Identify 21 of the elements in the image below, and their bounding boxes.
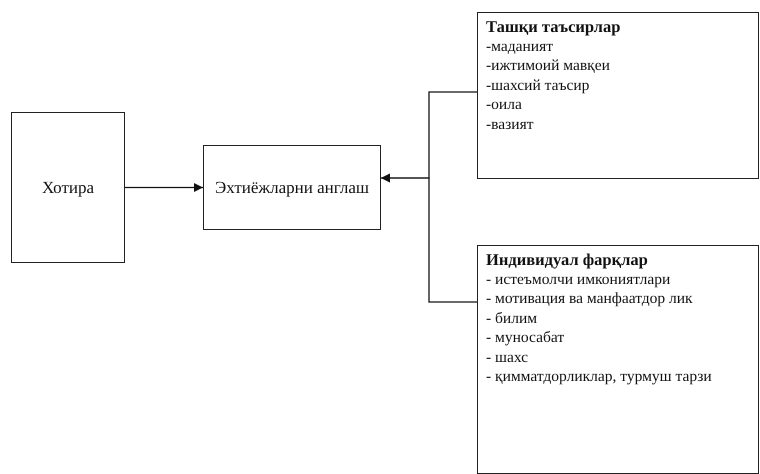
list-item: -маданият (486, 36, 554, 56)
list-item: -ижтимоий мавқеи (486, 56, 611, 76)
list-item: - шахс (486, 348, 530, 367)
process-box (203, 145, 381, 230)
list-item: - билим (486, 308, 538, 328)
node-label: Эхтиёжларни англаш (215, 178, 369, 198)
heading-text: Индивидуал фарқлар (486, 250, 649, 270)
memory-box (11, 112, 125, 263)
list-item: - мотивация ва манфаатдор лик (486, 289, 694, 308)
list-item: -шахсий таъсир (486, 76, 590, 95)
heading-text: Ташқи таъсирлар (486, 17, 622, 36)
list-item: - муносабат (486, 328, 566, 348)
arrow (381, 174, 477, 303)
arrow (125, 183, 203, 192)
list-item: - истеъмолчи имкониятлари (486, 270, 672, 289)
list-item: -вазият (486, 114, 534, 134)
factor-box (477, 12, 759, 179)
list-item: -оила (486, 95, 523, 114)
node-label: Хотира (42, 178, 94, 198)
factor-box (477, 245, 759, 474)
list-item: - қимматдорликлар, турмуш тарзи (486, 367, 713, 386)
